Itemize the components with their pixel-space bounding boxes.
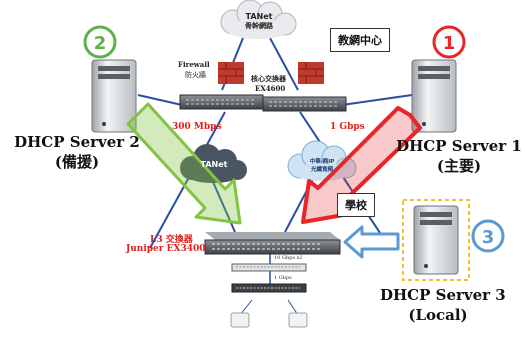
- server-3-name-line1: DHCP Server 3: [380, 286, 506, 304]
- server-3-icon: [402, 199, 470, 281]
- tanet-backbone-cloud: [220, 0, 297, 39]
- link-server2-core: [137, 94, 183, 106]
- badge-server-1-text: 1: [443, 33, 456, 54]
- uplink-label-top: 10 Gbps x2: [274, 255, 303, 261]
- isp-cloud-line1: 中華/鼎IP: [309, 159, 335, 165]
- badge-server-2: 2: [83, 25, 117, 59]
- server-1-name: DHCP Server 1 (主要): [394, 136, 524, 176]
- l3-switch-icon: [204, 232, 341, 255]
- server-2-icon: [91, 59, 137, 133]
- access-switch-2-icon: [231, 283, 307, 293]
- uplink-label-bottom: 1 Gbps: [274, 275, 292, 281]
- server-2-name: DHCP Server 2 (備援): [12, 132, 142, 172]
- tanet-backbone-line2: 骨幹網路: [245, 22, 273, 30]
- badge-server-3-text: 3: [482, 227, 495, 248]
- red-arrow: [301, 106, 422, 224]
- core-switch-label-1: 核心交換器: [251, 74, 286, 83]
- green-arrow: [126, 102, 242, 225]
- tanet-backbone-label: TANet 骨幹網路: [236, 12, 282, 31]
- core-switch-label-2: EX4600: [255, 84, 286, 93]
- access-point-right-icon: [288, 312, 308, 328]
- l3-switch-label-1: L3 交換器: [150, 235, 193, 245]
- link-server1-core: [341, 94, 413, 106]
- server-2-name-line2: (備援): [54, 153, 100, 171]
- firewall-label-zh: 防火牆: [185, 71, 206, 79]
- server-2-name-line1: DHCP Server 2: [14, 133, 140, 151]
- core-switch-icon: [179, 94, 347, 112]
- badge-server-2-text: 2: [94, 33, 107, 54]
- access-point-left-icon: [230, 312, 250, 328]
- server-1-icon: [411, 59, 457, 133]
- isp-cloud-line2: 光纖寬頻: [310, 167, 333, 173]
- server-1-name-line1: DHCP Server 1: [396, 137, 522, 155]
- isp-cloud-label: 中華/鼎IP 光纖寬頻: [302, 157, 342, 173]
- link-backbone-right: [269, 37, 299, 91]
- firewall-left-icon: [218, 62, 244, 84]
- tanet-cloud-label: TANet: [200, 160, 228, 169]
- blue-arrow: [343, 225, 400, 259]
- access-switch-1-icon: [231, 263, 307, 272]
- link-speed-right: 1 Gbps: [330, 122, 365, 132]
- firewall-right-icon: [298, 62, 324, 84]
- badge-server-1: 1: [432, 25, 466, 59]
- tanet-cloud-icon: [180, 144, 247, 183]
- server-1-name-line2: (主要): [436, 157, 482, 175]
- center-label: 教網中心: [330, 28, 390, 52]
- tanet-backbone-line1: TANet: [245, 12, 273, 21]
- server-3-name: DHCP Server 3 (Local): [380, 285, 506, 325]
- link-core-tanet: [149, 111, 226, 249]
- link-core-isp: [299, 111, 391, 249]
- badge-server-3: 3: [471, 219, 505, 253]
- server-3-name-line2: (Local): [408, 306, 468, 324]
- school-label: 學校: [337, 193, 375, 217]
- network-links: [137, 37, 413, 316]
- firewall-label-en: Firewall: [178, 60, 210, 69]
- link-speed-left: 300 Mbps: [172, 122, 222, 132]
- l3-switch-label-2: Juniper EX3400: [126, 244, 206, 254]
